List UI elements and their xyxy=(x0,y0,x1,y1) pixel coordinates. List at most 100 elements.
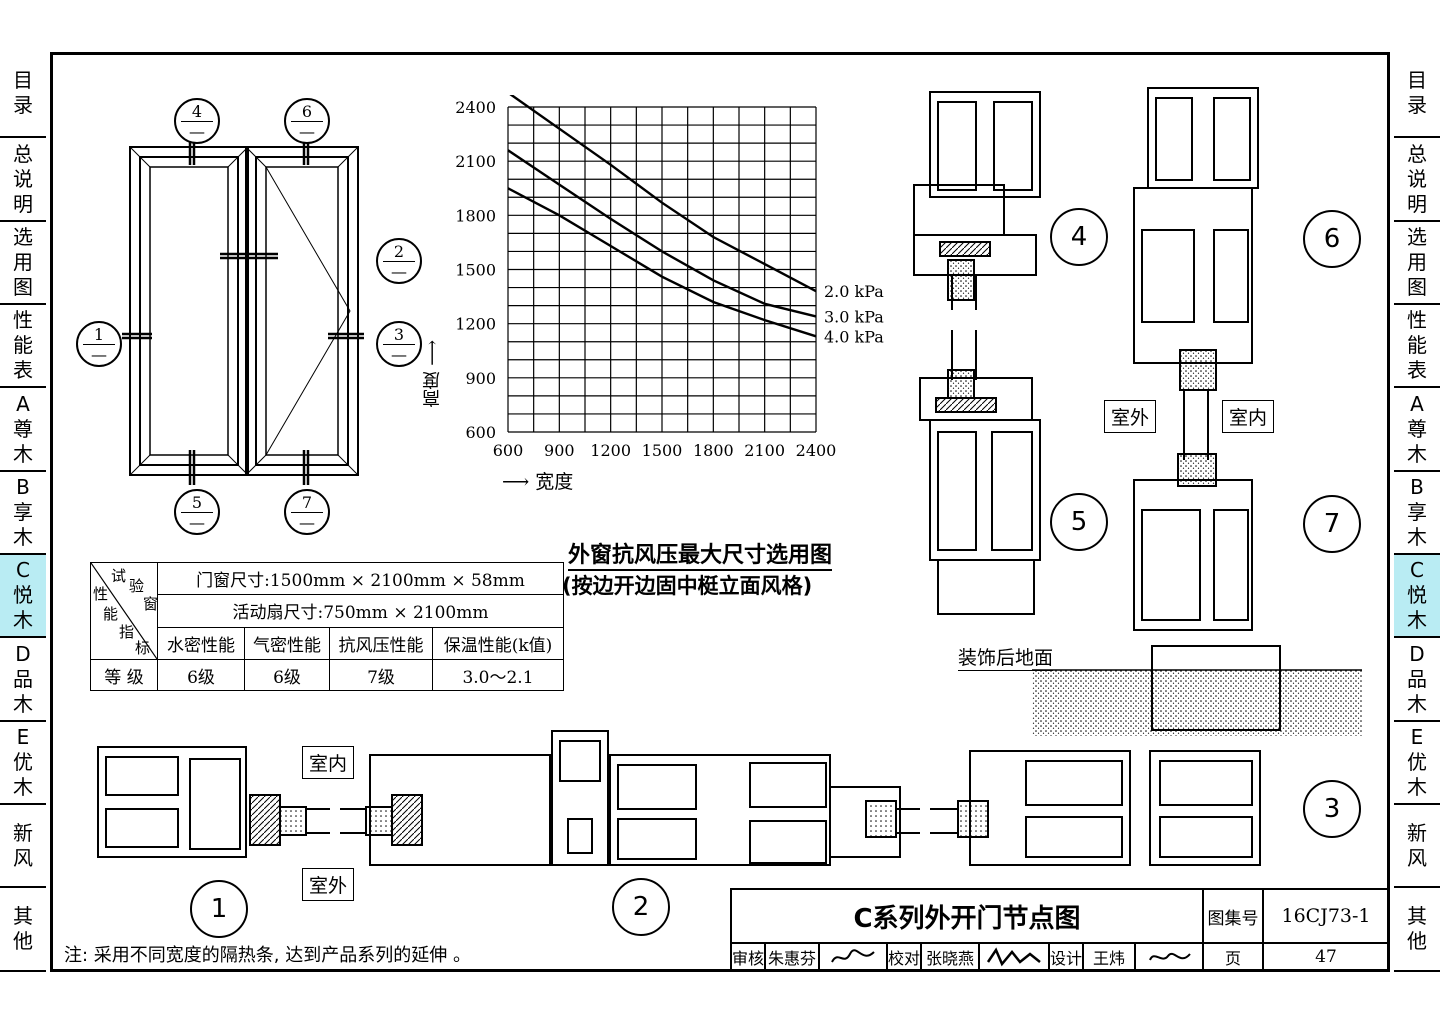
review-label: 审核 xyxy=(730,942,766,972)
series-label-2: 4.0 kPa xyxy=(824,327,884,346)
atlas-number: 16CJ73-1 xyxy=(1262,888,1390,944)
check-label: 校对 xyxy=(886,942,922,972)
sidebar-tab-9[interactable]: 新风 xyxy=(1394,805,1440,888)
x-tick-label: 1200 xyxy=(590,441,631,460)
marker-divider xyxy=(181,511,213,513)
sidebar-tab-char: 目 xyxy=(1407,68,1427,92)
marker-den: — xyxy=(391,261,407,281)
chart-ylabel: 高度 ⟶ xyxy=(422,340,443,408)
sidebar-tab-char: E xyxy=(16,725,30,749)
y-tick-label: 1500 xyxy=(455,261,496,280)
x-tick-label: 2100 xyxy=(744,441,785,460)
sidebar-tab-char: B xyxy=(1410,475,1424,499)
corner-word-3: 窗 xyxy=(143,595,159,613)
x-tick-label: 900 xyxy=(544,441,575,460)
sidebar-tab-3[interactable]: 性能表 xyxy=(1394,305,1440,388)
sidebar-tab-9[interactable]: 新风 xyxy=(0,805,46,888)
sidebar-tab-char: 尊 xyxy=(13,416,33,441)
sidebar-tab-0[interactable]: 目录 xyxy=(1394,50,1440,138)
sidebar-tab-1[interactable]: 总说明 xyxy=(0,138,46,222)
sidebar-tab-char: D xyxy=(15,641,31,666)
corner-word-6: 指 xyxy=(119,623,135,641)
marker-den: — xyxy=(91,344,107,364)
header-air: 气密性能 xyxy=(244,626,330,661)
y-tick-label: 2400 xyxy=(455,98,496,117)
sidebar-tab-char: 总 xyxy=(1407,141,1427,166)
sidebar-tab-2[interactable]: 选用图 xyxy=(1394,222,1440,305)
footnote: 注: 采用不同宽度的隔热条, 达到产品系列的延伸 。 xyxy=(64,945,471,966)
marker-den: — xyxy=(189,512,205,532)
corner-word-5: 能 xyxy=(103,605,119,623)
grade-label: 等 级 xyxy=(90,659,158,691)
sash-size-row: 活动扇尺寸:750mm × 2100mm xyxy=(157,594,564,628)
sidebar-tab-char: 木 xyxy=(13,525,33,549)
sidebar-tab-char: 说 xyxy=(13,166,33,191)
atlas-label: 图集号 xyxy=(1202,888,1264,944)
sidebar-tab-char: 木 xyxy=(13,691,33,716)
grade-water: 6级 xyxy=(157,659,245,691)
sidebar-tab-3[interactable]: 性能表 xyxy=(0,305,46,388)
sidebar-tab-char: 选 xyxy=(1407,225,1427,249)
section-details-drawing xyxy=(913,87,1362,736)
corner-word-7: 标 xyxy=(135,639,151,657)
performance-table: 试 验 窗 性 能 指 标 门窗尺寸:1500mm × 2100mm × 58m… xyxy=(90,561,564,691)
sidebar-tab-0[interactable]: 目录 xyxy=(0,50,46,138)
sidebar-tab-char: 选 xyxy=(13,225,33,249)
sidebar-tab-char: 尊 xyxy=(1407,416,1427,441)
sidebar-tab-char: 木 xyxy=(1407,441,1427,466)
marker-divider xyxy=(181,120,213,122)
sidebar-tab-10[interactable]: 其他 xyxy=(0,888,46,972)
review-signature xyxy=(818,942,888,972)
sidebar-tab-char: 优 xyxy=(13,750,33,774)
page-number: 47 xyxy=(1262,942,1390,972)
y-tick-label: 2100 xyxy=(455,152,496,171)
sidebar-tab-char: 能 xyxy=(13,333,33,357)
sidebar-tab-char: 用 xyxy=(13,250,33,274)
chart-title: 外窗抗风压最大尺寸选用图 xyxy=(568,537,833,571)
detail-callout-7: 7 xyxy=(1303,495,1361,553)
sidebar-tab-char: 录 xyxy=(1407,93,1427,117)
detail-callout-6: 6 xyxy=(1303,210,1361,268)
sidebar-tab-1[interactable]: 总说明 xyxy=(1394,138,1440,222)
sidebar-tab-char: 表 xyxy=(13,358,33,382)
section-marker: 3— xyxy=(376,321,422,367)
x-tick-label: 2400 xyxy=(796,441,837,460)
sidebar-tab-char: A xyxy=(1410,391,1424,416)
sidebar-tab-char: 品 xyxy=(13,666,33,691)
sidebar-tab-char: 图 xyxy=(1407,275,1427,299)
page-label: 页 xyxy=(1202,942,1264,972)
section-marker: 4— xyxy=(174,98,220,144)
drawing-frame xyxy=(50,52,1390,972)
grade-wind: 7级 xyxy=(329,659,433,691)
marker-number: 1 xyxy=(93,324,105,344)
sidebar-tab-char: 能 xyxy=(1407,333,1427,357)
grade-thermal: 3.0～2.1 xyxy=(432,659,564,691)
sidebar-tab-char: C xyxy=(1410,558,1424,582)
ylabel-text: 高度 xyxy=(422,371,443,408)
series-line-0 xyxy=(509,95,817,293)
detail-callout-1: 1 xyxy=(190,880,248,938)
y-tick-label: 1200 xyxy=(455,315,496,334)
sidebar-tab-char: 优 xyxy=(1407,750,1427,774)
sidebar-tab-2[interactable]: 选用图 xyxy=(0,222,46,305)
sidebar-tab-char: 木 xyxy=(1407,775,1427,799)
y-tick-label: 600 xyxy=(465,423,496,442)
sidebar-tab-char: 木 xyxy=(13,608,33,632)
table-corner: 试 验 窗 性 能 指 标 xyxy=(90,562,159,660)
header-wind: 抗风压性能 xyxy=(329,626,433,661)
sidebar-tab-10[interactable]: 其他 xyxy=(1394,888,1440,972)
sidebar-tab-char: B xyxy=(16,475,30,499)
sidebar-tab-char: 风 xyxy=(1407,845,1427,870)
